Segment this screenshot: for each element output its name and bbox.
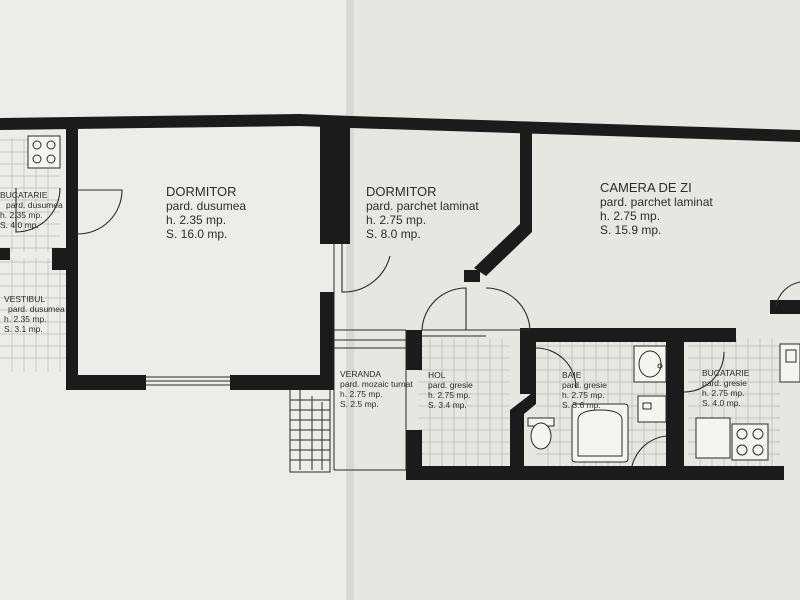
bathtub: [571, 403, 629, 463]
room-name: VERANDA: [340, 369, 381, 379]
room-floor: pard. mozaic turnat: [340, 379, 413, 389]
room-area: S. 15.9 mp.: [600, 223, 661, 237]
washbasin: [633, 345, 667, 383]
tile-grid-hol: [418, 338, 510, 468]
room-area: S. 4.0 mp.: [0, 220, 39, 230]
stove-right: [731, 423, 769, 461]
room-height: h. 2.75 mp.: [562, 390, 605, 400]
paper-fold: [346, 0, 354, 600]
room-label-dormitor-1: DORMITOR pard. dusumea h. 2.35 mp. S. 16…: [166, 184, 246, 241]
doors: [15, 187, 800, 467]
room-floor: pard. gresie: [428, 380, 473, 390]
room-height: h. 2.35 mp.: [166, 213, 226, 227]
room-height: h. 2.75 mp.: [428, 390, 471, 400]
room-label-vestibul: VESTIBUL pard. dusumea h. 2.35 mp. S. 3.…: [4, 294, 65, 334]
room-height: h. 2.75 mp.: [366, 213, 426, 227]
room-height: h. 2.35 mp.: [4, 314, 47, 324]
room-area: S. 3.1 mp.: [4, 324, 43, 334]
room-label-baie: BAIE pard. gresie h. 2.75 mp. S. 3.6 mp.: [562, 370, 607, 410]
room-floor: pard. gresie: [702, 378, 747, 388]
room-area: S. 8.0 mp.: [366, 227, 421, 241]
fridge-right: [695, 417, 731, 459]
paper-left: [0, 0, 352, 600]
room-name: BUCATARIE: [702, 368, 750, 378]
room-height: h. 2.75 mp.: [702, 388, 745, 398]
room-label-hol: HOL pard. gresie h. 2.75 mp. S. 3.4 mp.: [428, 370, 473, 410]
room-label-bucatarie-right: BUCATARIE pard. gresie h. 2.75 mp. S. 4.…: [702, 368, 750, 408]
fixtures: [27, 135, 800, 463]
room-floor: pard. dusumea: [8, 304, 65, 314]
room-floor: pard. parchet laminat: [600, 195, 713, 209]
toilet: [527, 417, 555, 450]
thin-lines: [146, 244, 486, 473]
room-name: VESTIBUL: [4, 294, 45, 304]
room-floor: pard. parchet laminat: [366, 199, 479, 213]
room-area: S. 4.0 mp.: [702, 398, 741, 408]
room-label-camera-de-zi: CAMERA DE ZI pard. parchet laminat h. 2.…: [600, 180, 713, 237]
room-height: h. 2.75 mp.: [600, 209, 660, 223]
room-floor: pard. dusumea: [6, 200, 63, 210]
room-name: BAIE: [562, 370, 582, 380]
room-name: DORMITOR: [366, 184, 437, 199]
sink-right: [779, 343, 800, 383]
room-label-dormitor-2: DORMITOR pard. parchet laminat h. 2.75 m…: [366, 184, 479, 241]
room-height: h. 2.35 mp.: [0, 210, 43, 220]
tile-grid-vestibul: [0, 258, 66, 372]
room-name: DORMITOR: [166, 184, 237, 199]
room-area: S. 2.5 mp.: [340, 399, 379, 409]
room-name: CAMERA DE ZI: [600, 180, 692, 195]
washing-machine: [637, 395, 667, 423]
room-area: S. 3.4 mp.: [428, 400, 467, 410]
room-name: HOL: [428, 370, 446, 380]
paper-right: [352, 0, 800, 600]
room-floor: pard. dusumea: [166, 199, 246, 213]
room-label-bucatarie-left: BUCATARIE pard. dusumea h. 2.35 mp. S. 4…: [0, 190, 63, 230]
room-floor: pard. gresie: [562, 380, 607, 390]
room-label-veranda: VERANDA pard. mozaic turnat h. 2.75 mp. …: [340, 369, 413, 409]
room-height: h. 2.75 mp.: [340, 389, 383, 399]
stove-left: [27, 135, 61, 169]
walls: [0, 114, 800, 480]
room-area: S. 3.6 mp.: [562, 400, 601, 410]
room-area: S. 16.0 mp.: [166, 227, 227, 241]
room-name: BUCATARIE: [0, 190, 48, 200]
